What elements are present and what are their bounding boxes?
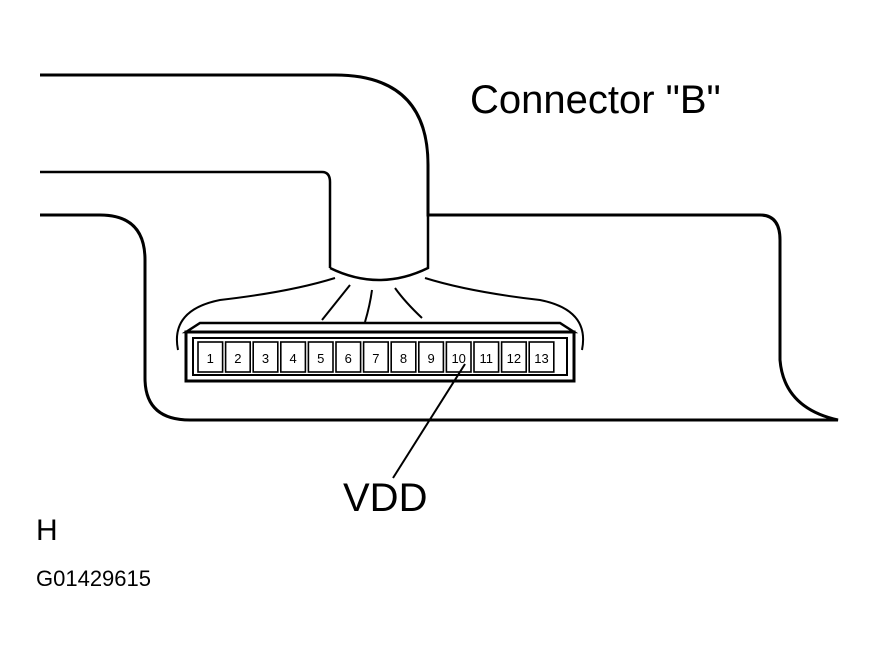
pin-number-5: 5 (317, 351, 324, 366)
pin-cell-4: 4 (279, 341, 307, 373)
pin-cell-3: 3 (252, 341, 279, 373)
pin-number-10: 10 (451, 351, 465, 366)
callout-label-vdd: VDD (343, 476, 428, 520)
pin-number-1: 1 (207, 351, 214, 366)
pin-number-6: 6 (345, 351, 352, 366)
pin-number-2: 2 (234, 351, 241, 366)
pin-cell-10: 10 (445, 341, 472, 373)
pin-cell-12: 12 (500, 341, 528, 373)
pin-cell-8: 8 (390, 341, 417, 373)
callout-leader-line (392, 363, 466, 479)
pin-number-8: 8 (400, 351, 407, 366)
pin-cell-5: 5 (307, 341, 334, 373)
pin-number-9: 9 (427, 351, 434, 366)
pin-cell-13: 13 (528, 341, 555, 373)
pin-cell-9: 9 (417, 341, 445, 373)
pin-cell-11: 11 (473, 341, 500, 373)
housing-outline (40, 73, 839, 422)
pin-number-3: 3 (262, 351, 269, 366)
figure-id: G01429615 (36, 566, 151, 591)
connector-title: Connector "B" (470, 78, 721, 122)
pin-number-7: 7 (372, 351, 379, 366)
pin-number-12: 12 (507, 351, 521, 366)
pin-number-4: 4 (289, 351, 296, 366)
pin-number-13: 13 (534, 351, 548, 366)
view-letter: H (36, 514, 58, 547)
wire-fanout (175, 277, 585, 351)
wire-bundle-end (329, 215, 430, 282)
pin-cell-1: 1 (197, 341, 224, 373)
pin-cell-6: 6 (335, 341, 362, 373)
pin-cell-7: 7 (362, 341, 390, 373)
pin-number-11: 11 (480, 351, 494, 366)
wire-bundle-inner (40, 170, 332, 268)
pin-cell-2: 2 (224, 341, 252, 373)
